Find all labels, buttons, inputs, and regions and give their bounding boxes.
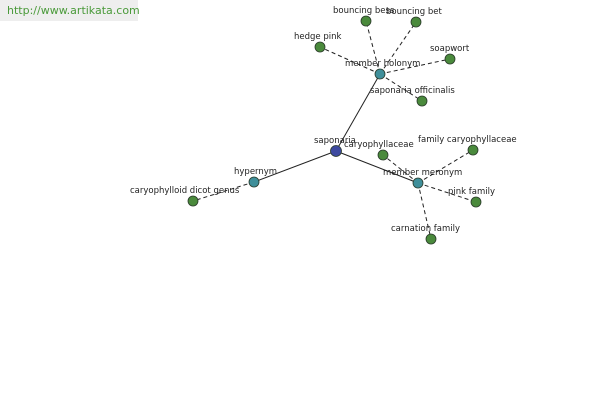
label-saponaria-officinalis[interactable]: saponaria officinalis bbox=[370, 86, 455, 96]
label-hypernym[interactable]: hypernym bbox=[234, 167, 277, 177]
edge-hypernym-to-caryophylloid-dicot-genus bbox=[192, 181, 255, 202]
node-soapwort[interactable] bbox=[444, 53, 456, 65]
label-carnation-family[interactable]: carnation family bbox=[391, 224, 460, 234]
edge-saponaria-to-member-meronym bbox=[335, 150, 419, 184]
node-saponaria[interactable] bbox=[330, 145, 342, 157]
node-saponaria-officinalis[interactable] bbox=[416, 95, 428, 107]
edge-member-holonym-to-bouncing-bess bbox=[365, 20, 381, 75]
label-saponaria[interactable]: saponaria bbox=[314, 136, 356, 146]
edge-member-holonym-to-hedge-pink bbox=[319, 46, 381, 75]
edge-member-meronym-to-family-caryophyllaceae bbox=[417, 149, 474, 184]
edge-member-holonym-to-saponaria-officinalis bbox=[379, 73, 423, 102]
node-family-caryophyllaceae[interactable] bbox=[467, 144, 479, 156]
edge-member-meronym-to-pink-family bbox=[417, 182, 477, 203]
label-member-holonym[interactable]: member holonym bbox=[345, 59, 420, 69]
node-hedge-pink[interactable] bbox=[314, 41, 326, 53]
label-bouncing-bess[interactable]: bouncing bess bbox=[333, 6, 395, 16]
labels-layer: saponaria member holonym hypernym member me… bbox=[130, 6, 517, 234]
node-member-holonym[interactable] bbox=[374, 68, 386, 80]
nodes-layer bbox=[187, 15, 482, 245]
label-hedge-pink[interactable]: hedge pink bbox=[294, 32, 341, 42]
edge-saponaria-to-hypernym bbox=[253, 150, 337, 183]
edges-layer bbox=[192, 20, 477, 240]
edge-member-meronym-to-caryophyllaceae bbox=[382, 154, 419, 184]
node-pink-family[interactable] bbox=[470, 196, 482, 208]
label-bouncing-bet[interactable]: bouncing bet bbox=[386, 7, 443, 17]
edge-member-holonym-to-soapwort bbox=[379, 58, 451, 75]
label-family-caryophyllaceae[interactable]: family caryophyllaceae bbox=[418, 135, 517, 145]
watermark: http://www.artikata.com bbox=[0, 0, 140, 21]
node-bouncing-bess[interactable] bbox=[360, 15, 372, 27]
label-member-meronym[interactable]: member meronym bbox=[383, 168, 462, 178]
label-caryophyllaceae[interactable]: caryophyllaceae bbox=[344, 140, 414, 150]
node-caryophylloid-dicot-genus[interactable] bbox=[187, 195, 199, 207]
node-carnation-family[interactable] bbox=[425, 233, 437, 245]
label-caryophylloid-dicot-genus[interactable]: caryophylloid dicot genus bbox=[130, 186, 240, 196]
watermark-text: http://www.artikata.com bbox=[7, 4, 140, 17]
node-caryophyllaceae[interactable] bbox=[377, 149, 389, 161]
edge-saponaria-to-member-holonym bbox=[335, 73, 381, 152]
label-soapwort[interactable]: soapwort bbox=[430, 44, 470, 54]
node-bouncing-bet[interactable] bbox=[410, 16, 422, 28]
edge-member-meronym-to-carnation-family bbox=[417, 182, 432, 240]
node-hypernym[interactable] bbox=[248, 176, 260, 188]
node-member-meronym[interactable] bbox=[412, 177, 424, 189]
edge-member-holonym-to-bouncing-bet bbox=[379, 21, 417, 75]
label-pink-family[interactable]: pink family bbox=[448, 187, 495, 197]
